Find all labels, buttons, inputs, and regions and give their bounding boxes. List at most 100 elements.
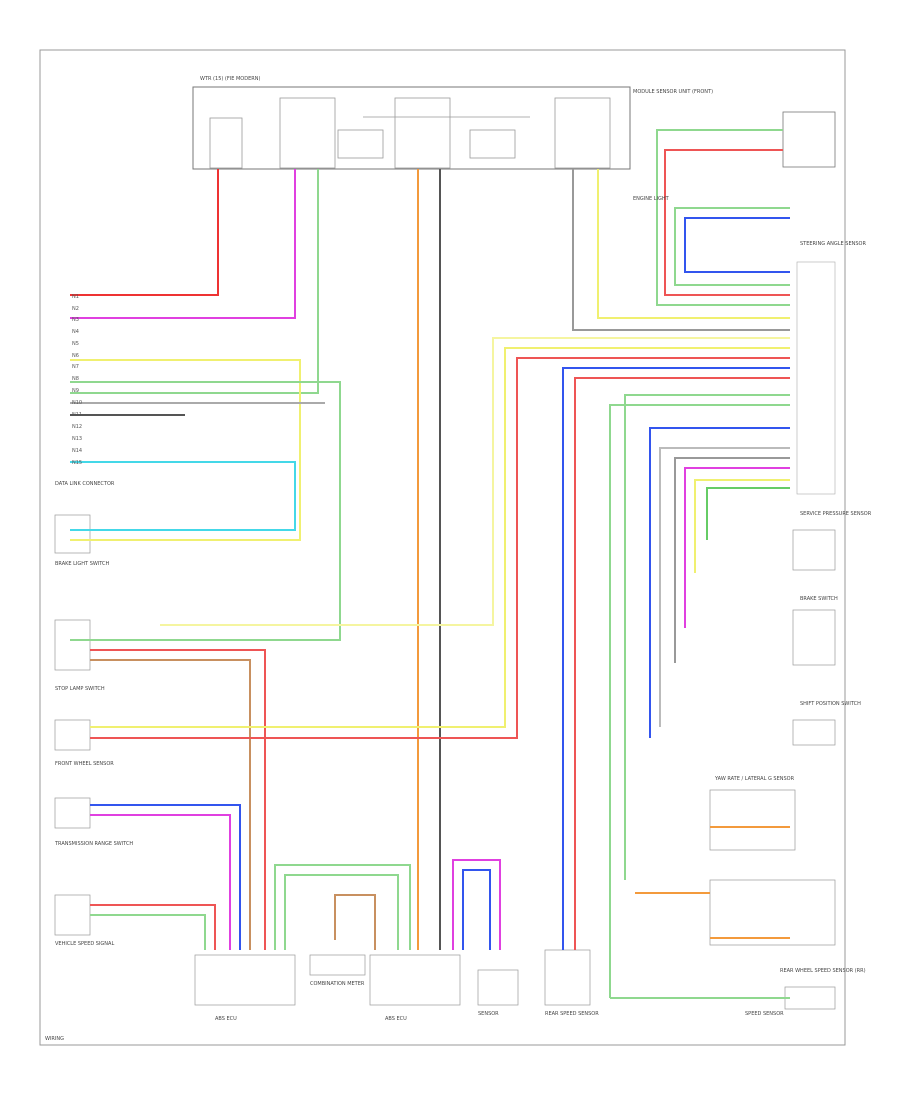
wire-blue [562, 367, 790, 950]
right-label-2: STEERING ANGLE SENSOR [800, 241, 866, 247]
wire-blue [462, 869, 491, 950]
wire-red [90, 649, 266, 950]
left-label-1: DATA LINK CONNECTOR [55, 481, 115, 487]
wire-magenta [90, 814, 231, 950]
wire-green [624, 394, 790, 880]
top-left-label: WTR (15) (FIE MODERN) [200, 76, 260, 82]
left-component-box [54, 797, 91, 829]
main-module-box [192, 86, 631, 170]
left-label-4: FRONT WHEEL SENSOR [55, 761, 114, 767]
wire-blue [649, 427, 790, 738]
svg-text:N15: N15 [72, 460, 82, 466]
wire-yellow [597, 169, 790, 319]
top-right-label: MODULE SENSOR UNIT (FRONT) [633, 89, 713, 95]
wire-yellow [694, 479, 790, 573]
right-label-6: YAW RATE / LATERAL G SENSOR [714, 776, 795, 782]
wire-green [609, 404, 790, 998]
wire-green [90, 914, 206, 950]
wire-red [70, 169, 219, 296]
right-connector [796, 261, 836, 495]
wire-magenta [70, 169, 296, 319]
left-component-box [54, 514, 91, 554]
wire-magenta [452, 859, 501, 950]
wire-yellow [90, 347, 790, 728]
wire-blue [684, 217, 790, 273]
svg-text:N14: N14 [72, 448, 82, 454]
wire-yellow [70, 359, 301, 541]
right-label-4: BRAKE SWITCH [800, 596, 838, 602]
wire-green [284, 874, 399, 950]
right-component-box [784, 986, 836, 1010]
right-label-8: SPEED SENSOR [745, 1011, 784, 1017]
wire-lightyellow [160, 337, 790, 626]
module-sub-box [469, 129, 516, 159]
wire-brown [334, 894, 376, 950]
left-label-6: VEHICLE SPEED SIGNAL [55, 941, 114, 947]
svg-text:N12: N12 [72, 424, 82, 430]
bottom-label-4: SENSOR [478, 1011, 499, 1017]
right-component-box [709, 789, 796, 851]
right-label-7: REAR WHEEL SPEED SENSOR (RR) [780, 968, 866, 974]
wire-red [664, 149, 790, 296]
wire-gray [659, 447, 790, 727]
wire-blue [90, 804, 241, 950]
module-sub-box [279, 97, 336, 169]
wire-green [70, 381, 341, 641]
wire-cyan [70, 461, 296, 531]
right-component-box [782, 111, 836, 168]
svg-text:N13: N13 [72, 436, 82, 442]
svg-text:N3: N3 [72, 317, 79, 323]
left-component-box [54, 619, 91, 671]
svg-text:N10: N10 [72, 400, 82, 406]
bottom-label-2: COMBINATION METER [310, 981, 365, 987]
wire-green [706, 487, 790, 540]
module-sub-box [554, 97, 611, 169]
right-label-3: SERVICE PRESSURE SENSOR [800, 511, 872, 517]
svg-text:N5: N5 [72, 341, 79, 347]
svg-text:N2: N2 [72, 306, 79, 312]
left-component-box [54, 719, 91, 751]
svg-text:N4: N4 [72, 329, 79, 335]
bottom-label-5: REAR SPEED SENSOR [545, 1011, 599, 1017]
module-sub-box [337, 129, 384, 159]
right-component-box [792, 529, 836, 571]
wire-green [274, 864, 411, 950]
left-component-box [54, 894, 91, 936]
wire-lightgreen [674, 207, 790, 286]
wire-gray [674, 457, 790, 663]
bottom-label-3: ABS ECU [385, 1016, 407, 1022]
wire-red [90, 357, 790, 739]
bottom-component-box [194, 954, 296, 1006]
wire-lightgreen [70, 169, 319, 394]
bottom-component-box [477, 969, 519, 1006]
svg-text:N6: N6 [72, 353, 79, 359]
wire-red [90, 904, 216, 950]
module-sub-box [394, 97, 451, 169]
wire-red [574, 377, 790, 950]
right-component-box [709, 879, 836, 946]
bottom-component-box [369, 954, 461, 1006]
wire-magenta [684, 467, 790, 628]
svg-text:N9: N9 [72, 388, 79, 394]
wire-green [656, 129, 790, 306]
right-label-5: SHIFT POSITION SWITCH [800, 701, 861, 707]
left-label-2: BRAKE LIGHT SWITCH [55, 561, 110, 567]
right-component-box [792, 719, 836, 746]
bottom-component-box [309, 954, 366, 976]
wire-gray [572, 169, 790, 331]
bottom-component-box [544, 949, 591, 1006]
page-ref: WIRING [45, 1036, 64, 1042]
right-label-1: ENGINE LIGHT [633, 196, 670, 202]
bottom-label-1: ABS ECU [215, 1016, 237, 1022]
svg-text:N1: N1 [72, 294, 79, 300]
module-sub-box [209, 117, 243, 169]
diagram-frame [39, 49, 846, 1046]
wire-brown [90, 659, 251, 950]
svg-text:N11: N11 [72, 412, 82, 418]
left-label-5: TRANSMISSION RANGE SWITCH [54, 841, 133, 847]
left-label-3: STOP LAMP SWITCH [55, 686, 105, 692]
right-component-box [792, 609, 836, 666]
svg-text:N7: N7 [72, 364, 79, 370]
svg-text:N8: N8 [72, 376, 79, 382]
